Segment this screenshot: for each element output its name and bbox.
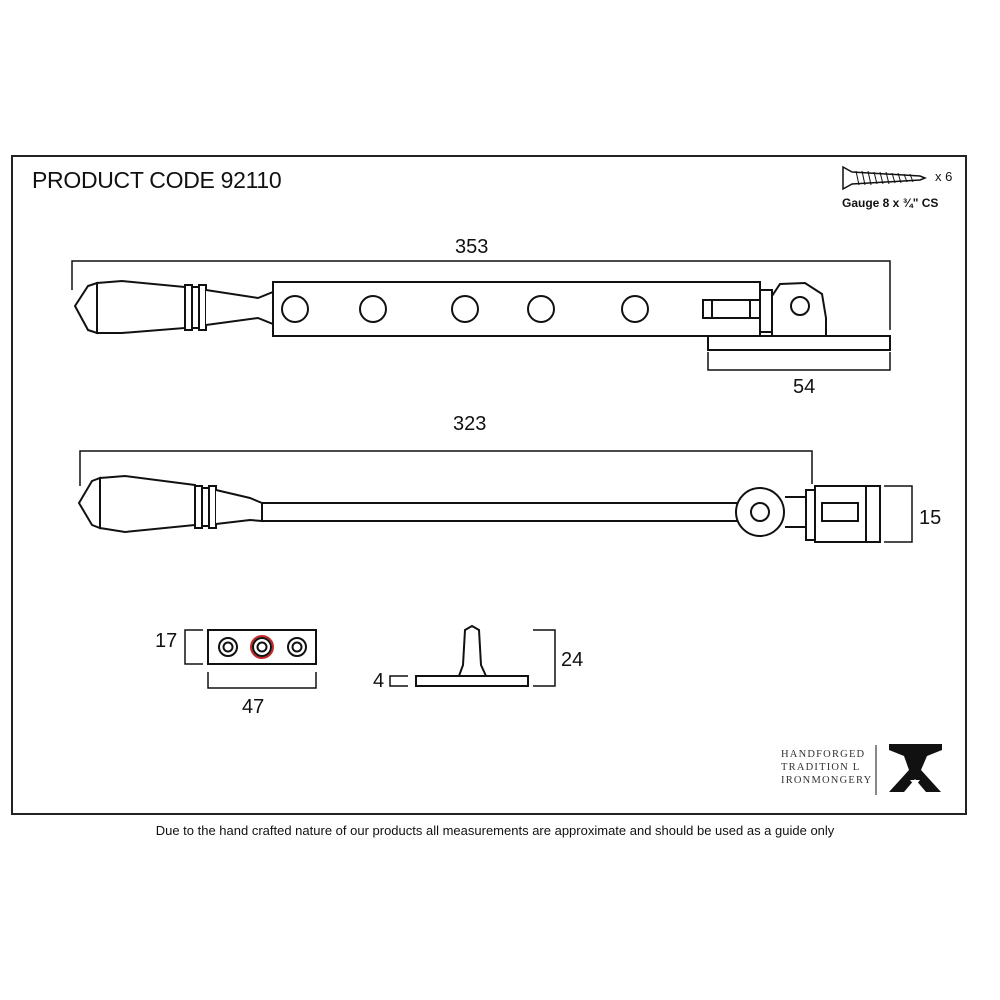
dimension-plate-width: 47 xyxy=(242,696,265,718)
disclaimer-text: Due to the hand crafted nature of our pr… xyxy=(155,823,835,838)
dimension-pin-height: 24 xyxy=(561,649,584,671)
dimension-stay-length: 353 xyxy=(455,236,489,258)
dimension-stay-arm-length: 323 xyxy=(453,413,487,435)
brand-line-2: TRADITION L xyxy=(781,762,861,773)
casement-stay-top xyxy=(71,260,891,371)
product-code: PRODUCT CODE 92110 xyxy=(32,167,282,193)
dimension-plate-height: 17 xyxy=(155,630,178,652)
screw-gauge: Gauge 8 x ¾" CS xyxy=(842,196,939,210)
dimension-fixing-height: 15 xyxy=(919,507,942,529)
screw-quantity: x 6 xyxy=(935,169,953,184)
brand-wordmark: HANDFORGED TRADITION L IRONMONGERY xyxy=(781,748,872,787)
locking-pin xyxy=(389,624,556,687)
brand-line-1: HANDFORGED xyxy=(781,749,866,760)
fixing-plate xyxy=(184,629,317,689)
casement-stay-arm xyxy=(77,450,913,543)
anvil-logo-icon xyxy=(875,744,942,795)
screw-icon xyxy=(842,165,928,191)
dimension-pin-base-thickness: 4 xyxy=(373,670,385,692)
dimension-pin-plate-width: 54 xyxy=(793,376,816,398)
drawing-frame xyxy=(11,155,967,815)
brand-line-3: IRONMONGERY xyxy=(781,775,873,786)
